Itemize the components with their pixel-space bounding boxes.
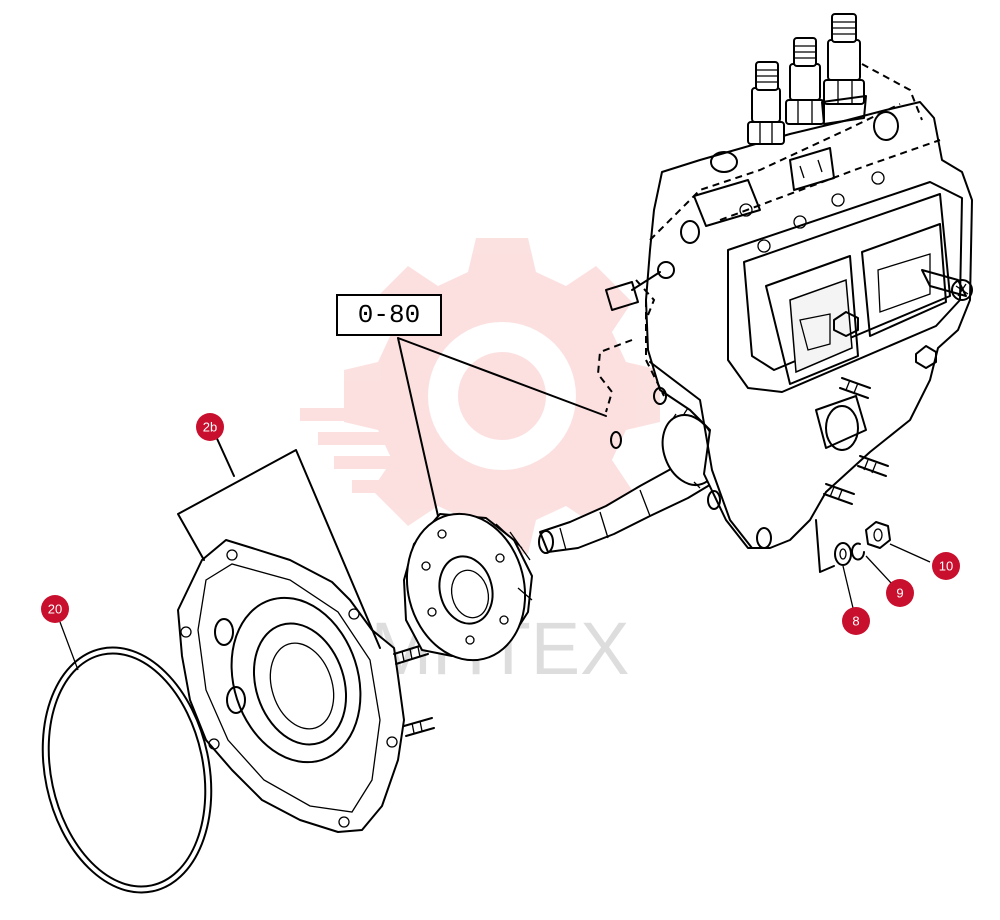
- small-parts-bracket: [815, 519, 835, 573]
- camshaft: [538, 407, 723, 554]
- callout-20[interactable]: 20: [41, 595, 69, 623]
- leader-20: [59, 621, 79, 671]
- leader-10: [889, 543, 931, 563]
- svg-text:20: 20: [48, 602, 62, 617]
- nut-10: [865, 521, 891, 549]
- callout-2b[interactable]: 2b: [196, 413, 224, 441]
- callout-9[interactable]: 9: [886, 579, 914, 607]
- leader-8: [842, 565, 854, 609]
- svg-text:10: 10: [939, 559, 953, 574]
- callout-8[interactable]: 8: [842, 607, 870, 635]
- svg-text:9: 9: [896, 586, 903, 601]
- reference-leader: [397, 337, 607, 517]
- reference-label: 0-80: [358, 300, 420, 330]
- o-ring: [41, 646, 213, 894]
- reference-box: 0-80: [336, 294, 442, 336]
- cover-leader: [177, 431, 381, 649]
- injection-pump-body: [605, 63, 973, 549]
- drive-hub: [403, 512, 533, 662]
- svg-text:8: 8: [852, 614, 859, 629]
- leader-9: [865, 555, 893, 585]
- svg-text:2b: 2b: [203, 420, 217, 435]
- pump-cover: [177, 539, 435, 833]
- delivery-valve-holders: [747, 13, 867, 145]
- washer-8: [834, 542, 852, 566]
- callout-10[interactable]: 10: [932, 552, 960, 580]
- flange-gasket: [596, 339, 633, 413]
- spring-washer-9: [851, 542, 865, 561]
